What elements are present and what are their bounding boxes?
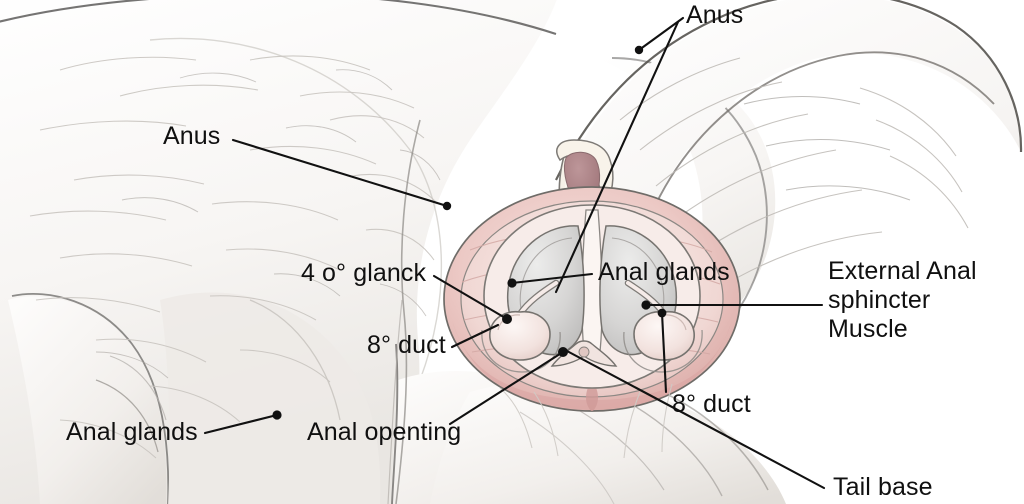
anal-cutaway <box>443 139 741 459</box>
fur-texture <box>29 55 437 459</box>
label-anal-glands-lower-left: Anal glands <box>66 418 198 446</box>
leader-anal-glands-center <box>507 272 594 288</box>
leader-ext-sphincter <box>641 300 824 310</box>
leader-duct-right <box>657 308 668 394</box>
leader-anus-left <box>231 138 452 211</box>
anal-opening-shape <box>550 340 618 367</box>
label-anus-left: Anus <box>163 122 221 150</box>
label-external-anal-sphincter-muscle: External Anal sphincter Muscle <box>828 257 977 343</box>
leader-tail-base <box>565 349 826 490</box>
label-anal-glands-center: Anal glands <box>598 258 730 286</box>
leader-anal-opening <box>448 347 568 426</box>
label-anus-top: Anus <box>686 1 744 29</box>
leader-duct-left <box>450 323 500 349</box>
label-anal-opening: Anal openting <box>307 418 462 446</box>
inner-thigh <box>160 292 381 504</box>
gland-left <box>481 310 561 373</box>
label-tail-base: Tail base <box>833 473 933 501</box>
leader-anus-top-pointer <box>554 20 680 294</box>
leader-four-o-glanck <box>432 274 512 324</box>
label-duct-right: 8° duct <box>672 390 751 418</box>
leader-anus-top <box>634 16 685 55</box>
leader-lines <box>203 16 826 490</box>
leader-anal-glands-lower-left <box>203 410 282 435</box>
rump-crease-2 <box>387 299 403 504</box>
hind-leg-left <box>8 292 170 504</box>
label-duct-left: 8° duct <box>367 331 446 359</box>
fur-texture-fine <box>95 69 441 379</box>
rump-crease <box>395 119 421 504</box>
label-4-o-glanck: 4 o° glanck <box>301 259 427 287</box>
